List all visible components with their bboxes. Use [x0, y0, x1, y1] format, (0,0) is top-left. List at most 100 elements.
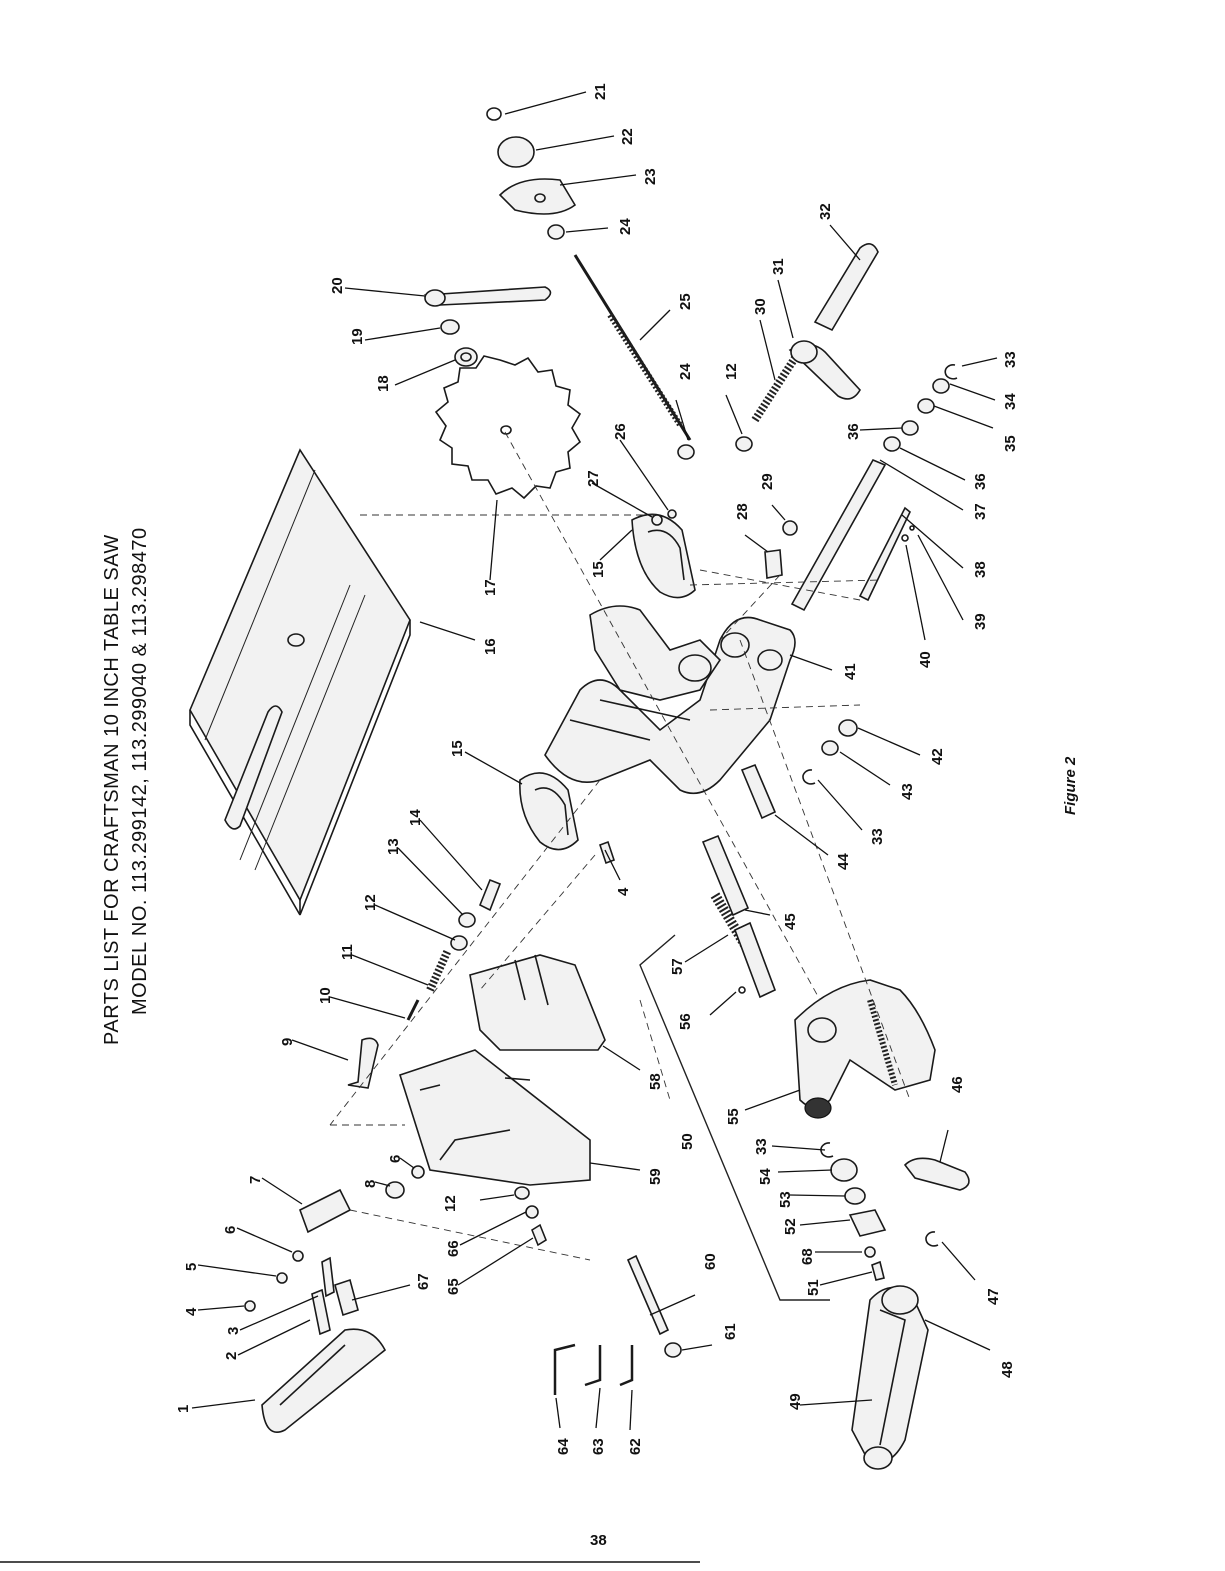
- callout-15a: 15: [449, 740, 466, 757]
- callout-59: 59: [647, 1168, 664, 1185]
- part-hex-keys: [553, 1343, 634, 1395]
- part-front-trunnion: [631, 513, 696, 599]
- callout-17: 17: [482, 579, 499, 596]
- callout-12c: 12: [442, 1195, 459, 1212]
- part-tilt-handwheel: [735, 243, 879, 452]
- callout-6a: 6: [222, 1226, 239, 1234]
- callout-24a: 24: [617, 218, 634, 235]
- part-elevation-knob: [486, 107, 577, 240]
- part-saw-blade: [434, 355, 582, 500]
- part-elevation-screw: [573, 254, 695, 460]
- callout-14: 14: [407, 809, 424, 826]
- callout-36b: 36: [972, 473, 989, 490]
- part-mounting-plate: [399, 1049, 591, 1186]
- callout-numbers: 1 2 3 4 5 6 7 8 6 9 10 11 12 13 14 15 4 …: [175, 83, 1019, 1455]
- page-number: 38: [590, 1532, 607, 1549]
- part-nut-washer-left: [385, 1165, 425, 1199]
- callout-12a: 12: [362, 894, 379, 911]
- callout-37: 37: [972, 503, 989, 520]
- part-bearing-stack: [820, 1142, 887, 1281]
- callout-39: 39: [972, 613, 989, 630]
- part-screw-washer: [651, 509, 677, 526]
- part-bushing-nut: [764, 520, 798, 579]
- callout-27: 27: [585, 470, 602, 487]
- part-rear-trunnion: [519, 772, 579, 851]
- callout-35: 35: [1002, 435, 1019, 452]
- callout-36a: 36: [845, 423, 862, 440]
- callout-50: 50: [679, 1133, 696, 1150]
- part-motor-bracket: [469, 954, 606, 1051]
- part-pointer: [858, 506, 915, 602]
- figure-label: Figure 2: [1062, 756, 1079, 815]
- callout-32: 32: [817, 203, 834, 220]
- callout-67: 67: [415, 1273, 432, 1290]
- part-table-top: [189, 448, 411, 916]
- callout-16: 16: [482, 638, 499, 655]
- callout-13: 13: [385, 838, 402, 855]
- part-lever-hardware: [244, 1188, 359, 1336]
- callout-42: 42: [929, 748, 946, 765]
- callout-22: 22: [619, 128, 636, 145]
- callout-65: 65: [445, 1278, 462, 1295]
- callout-10: 10: [317, 987, 334, 1004]
- callout-60: 60: [702, 1253, 719, 1270]
- callout-66: 66: [445, 1240, 462, 1257]
- callout-26: 26: [612, 423, 629, 440]
- callout-19: 19: [349, 328, 366, 345]
- callout-25: 25: [677, 293, 694, 310]
- bracket-line-50: [639, 934, 830, 1301]
- callout-2: 2: [223, 1352, 240, 1360]
- callout-21: 21: [592, 83, 609, 100]
- callout-12b: 12: [723, 363, 740, 380]
- callout-15b: 15: [590, 561, 607, 578]
- callout-55: 55: [725, 1108, 742, 1125]
- part-link-clip: [903, 1157, 970, 1247]
- callout-6b: 6: [387, 1155, 404, 1163]
- part-belt-pulley: [851, 1285, 929, 1470]
- callout-63: 63: [590, 1438, 607, 1455]
- leader-lines: [191, 91, 998, 1431]
- part-trunnion-screw: [598, 840, 616, 865]
- callout-33a: 33: [1002, 351, 1019, 368]
- part-lock-lever: [261, 1328, 387, 1433]
- callout-57: 57: [669, 958, 686, 975]
- callout-52: 52: [782, 1218, 799, 1235]
- callout-58: 58: [647, 1073, 664, 1090]
- callout-68: 68: [799, 1248, 816, 1265]
- title-line-2: MODEL NO. 113.299142, 113.299040 & 113.2…: [129, 527, 151, 1015]
- callout-45: 45: [782, 913, 799, 930]
- callout-1: 1: [175, 1405, 192, 1413]
- callout-20: 20: [329, 277, 346, 294]
- callout-40: 40: [917, 651, 934, 668]
- callout-49: 49: [787, 1393, 804, 1410]
- callout-30: 30: [752, 298, 769, 315]
- callout-23: 23: [642, 168, 659, 185]
- callout-8: 8: [362, 1180, 379, 1188]
- callout-46: 46: [949, 1076, 966, 1093]
- callout-41: 41: [842, 663, 859, 680]
- callout-53: 53: [777, 1191, 794, 1208]
- part-carriage-bolt: [347, 1037, 379, 1089]
- callout-31: 31: [770, 258, 787, 275]
- diagram-title: PARTS LIST FOR CRAFTSMAN 10 INCH TABLE S…: [101, 527, 151, 1045]
- callout-4a: 4: [183, 1307, 200, 1316]
- part-arbor-housing: [794, 979, 936, 1119]
- callout-48: 48: [999, 1361, 1016, 1378]
- part-arbor-hardware: [423, 286, 552, 367]
- part-rod-nut: [626, 1254, 682, 1358]
- callout-47: 47: [985, 1288, 1002, 1305]
- callout-44: 44: [835, 853, 852, 870]
- callout-3: 3: [225, 1327, 242, 1335]
- title-line-1: PARTS LIST FOR CRAFTSMAN 10 INCH TABLE S…: [101, 534, 123, 1045]
- callout-28: 28: [734, 503, 751, 520]
- callout-34: 34: [1002, 393, 1019, 410]
- part-spring-assembly: [406, 878, 502, 1021]
- callout-29: 29: [759, 473, 776, 490]
- callout-33b: 33: [869, 828, 886, 845]
- part-arbor-shaft: [710, 892, 777, 999]
- alignment-lines: [329, 431, 911, 1261]
- callout-38: 38: [972, 561, 989, 578]
- callout-62: 62: [627, 1438, 644, 1455]
- callout-7: 7: [247, 1176, 264, 1184]
- callout-24b: 24: [677, 363, 694, 380]
